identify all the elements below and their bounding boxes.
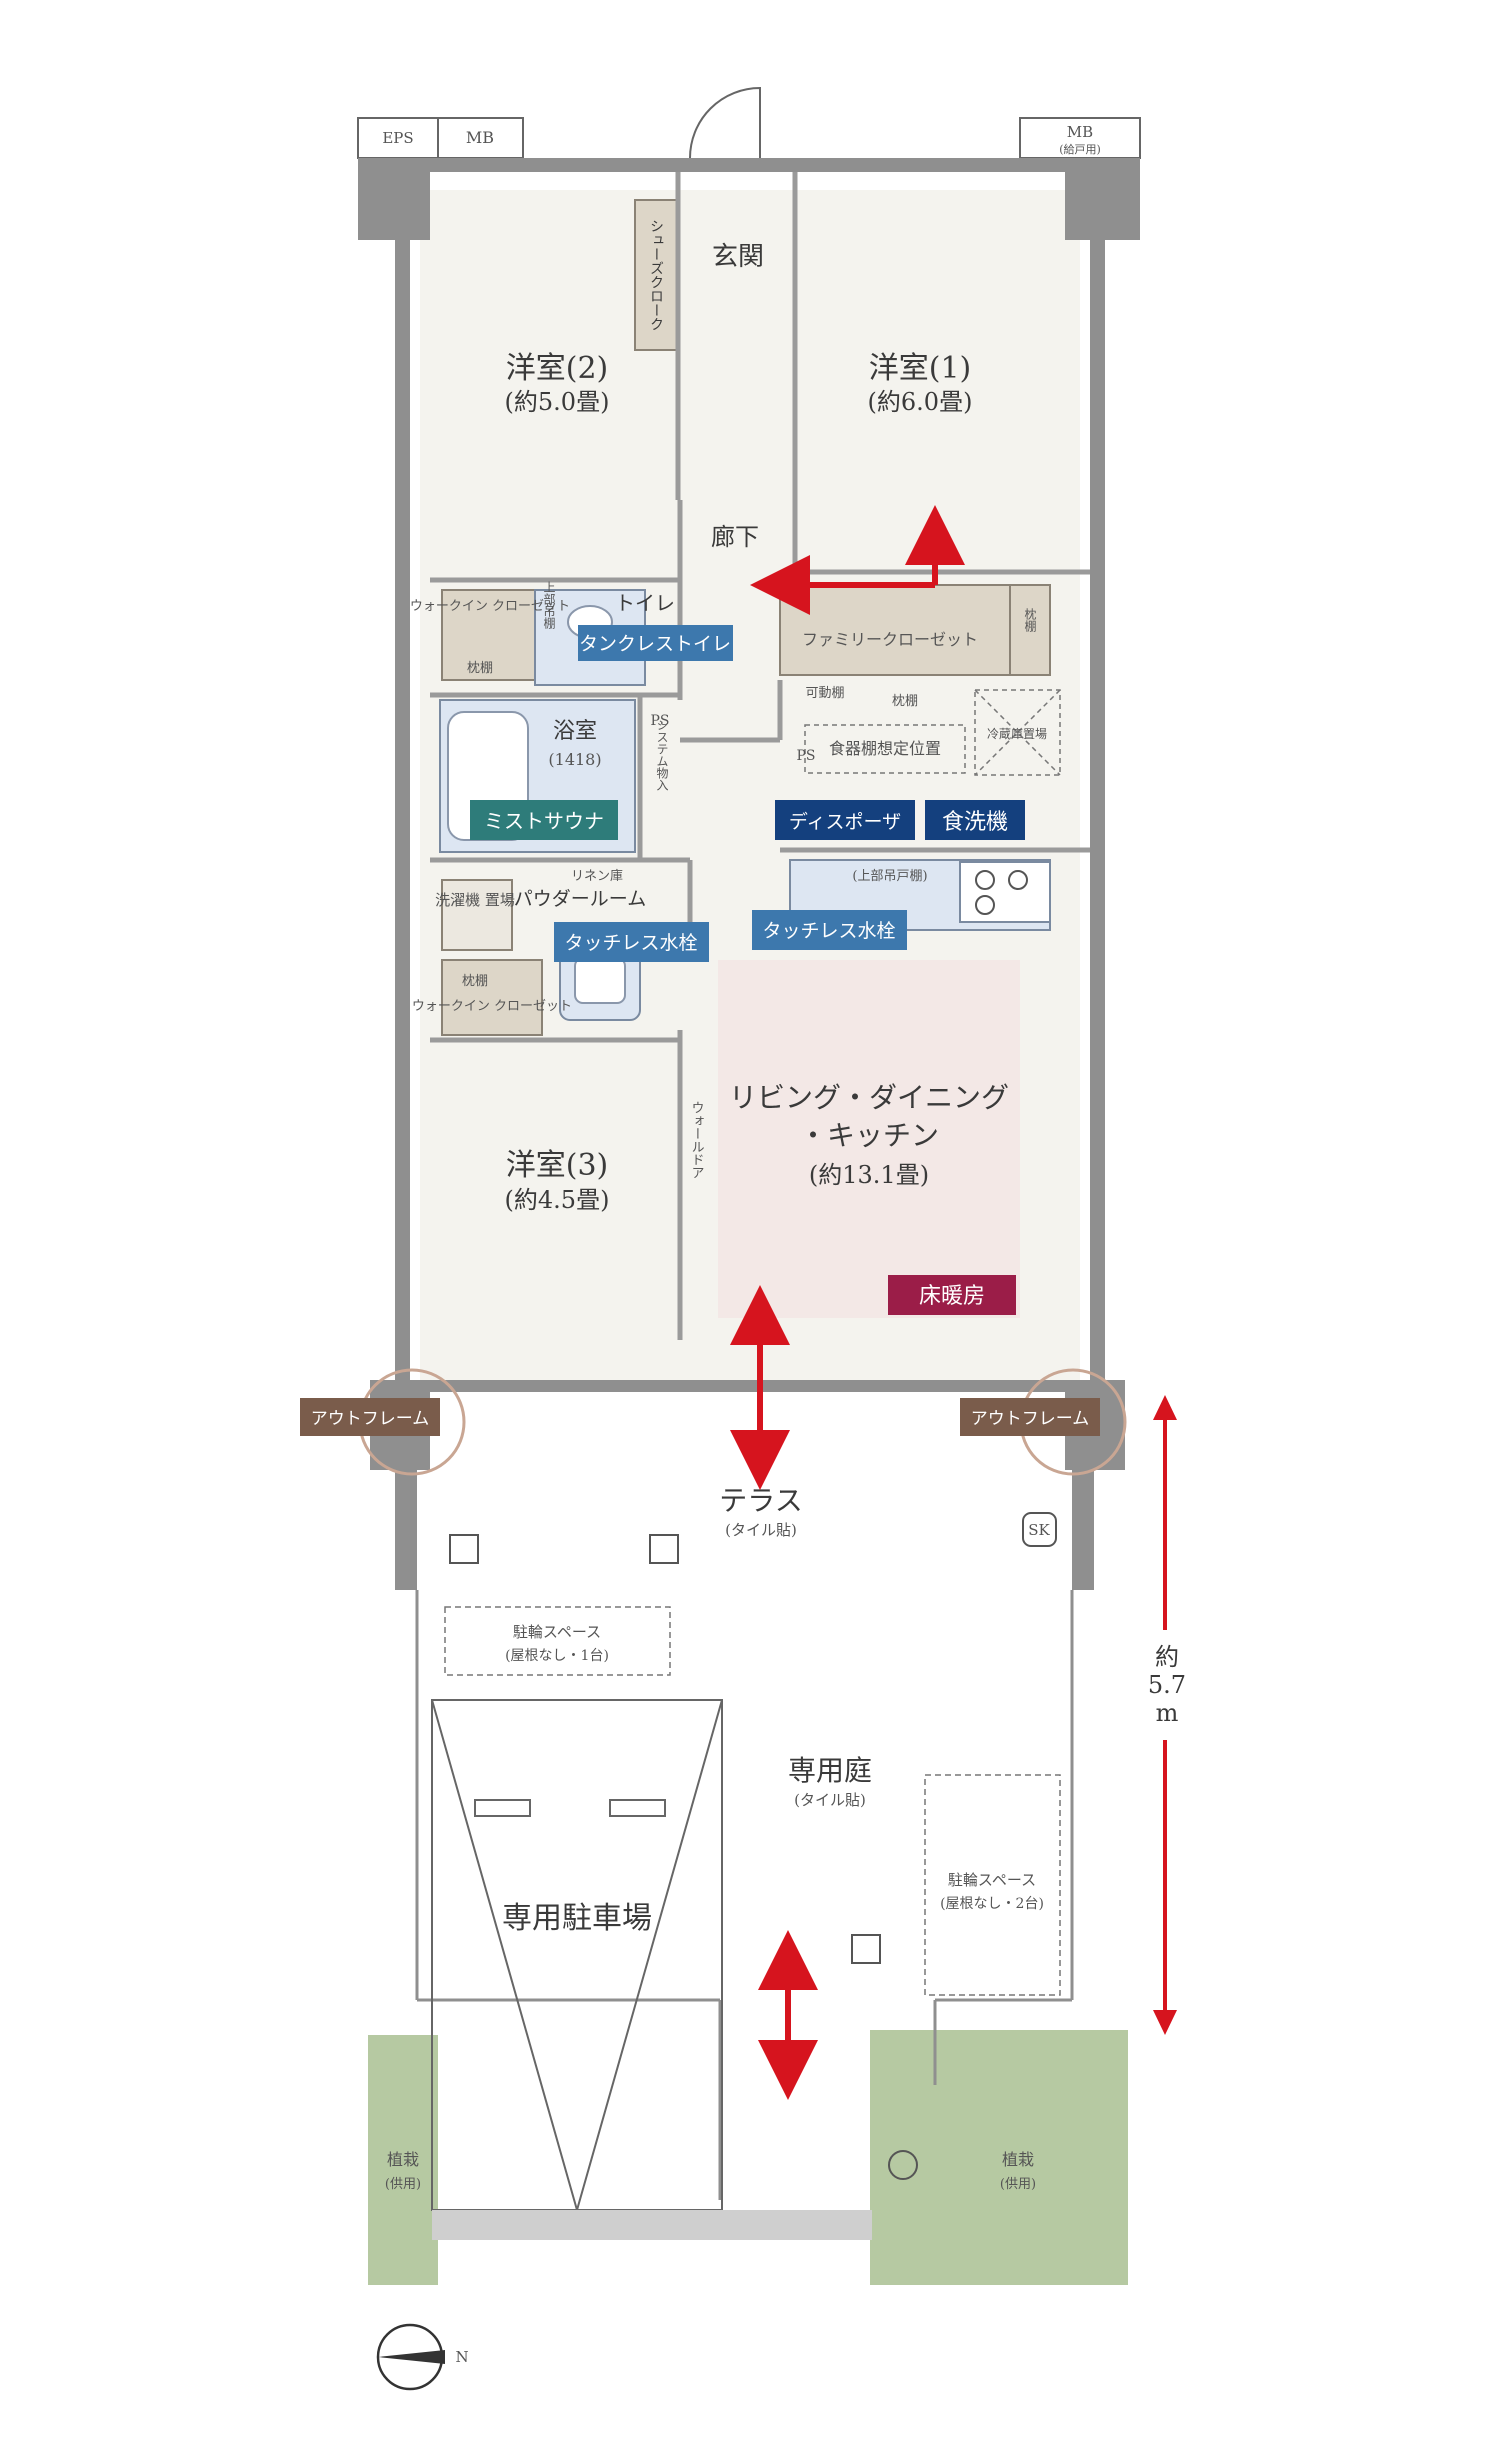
badge-disposer: ディスポーザ (775, 800, 915, 840)
room-label-movable-shelf: 可動棚 (805, 686, 844, 701)
room-label-garden: 専用庭 (788, 1754, 872, 1787)
dimension-label-3: m (1156, 1699, 1179, 1727)
room-label-walkin-closet: ウォークイン クローゼット (410, 599, 570, 614)
room-label-garden-sub: (タイル貼) (794, 1791, 866, 1809)
room-label-western3-size: (約4.5畳) (505, 1186, 610, 1214)
meter-box-mb-right: MB (給戸用) (1019, 117, 1141, 159)
mb-left-label: MB (466, 128, 494, 147)
room-label-western3: 洋室(3) (506, 1148, 609, 1183)
room-label-kitchen-upper: (上部吊戸棚) (852, 869, 927, 884)
badge-touchless-faucet-a-label: タッチレス水栓 (564, 932, 697, 954)
room-label-western1-size: (約6.0畳) (868, 388, 973, 416)
room-label-bike-b-2: (屋根なし・2台) (940, 1896, 1044, 1912)
dimension-label-1: 約 (1155, 1643, 1179, 1671)
room-label-shelf-d: 枕棚 (462, 974, 488, 989)
room-label-planting-left-2: (供用) (385, 2177, 421, 2192)
room-label-linen: リネン庫 (571, 869, 623, 884)
room-label-powder-room: パウダールーム (514, 888, 646, 910)
room-label-western2: 洋室(2) (506, 351, 609, 386)
meter-box-eps: EPS (357, 117, 439, 159)
entrance-door-swing (689, 86, 761, 159)
dimension-indicator: 約 5.7 m (1148, 1395, 1186, 2035)
room-label-system-storage: システム物入 (655, 719, 669, 791)
badge-floor-heating: 床暖房 (888, 1275, 1016, 1315)
partition-walls (430, 172, 1090, 1340)
room-label-terrace: テラス (719, 1484, 802, 1517)
meter-box-mb-left: MB (437, 117, 524, 159)
badge-mist-sauna: ミストサウナ (470, 800, 618, 840)
room-label-shelf-c: 枕棚 (892, 694, 918, 709)
exterior-walls (358, 158, 1140, 1590)
room-label-washer: 洗濯機 置場 (435, 891, 515, 909)
yard-outline (415, 1590, 1074, 2200)
badge-touchless-faucet-b-label: タッチレス水栓 (762, 920, 895, 942)
eps-label: EPS (382, 129, 413, 147)
room-label-cupboard-space: 食器棚想定位置 (829, 739, 941, 758)
compass: N (376, 2323, 469, 2391)
badge-floor-heating-label: 床暖房 (919, 1284, 985, 1309)
badge-outframe-left: アウトフレーム (300, 1368, 466, 1476)
room-label-western2-size: (約5.0畳) (505, 388, 610, 416)
north-arrow-icon (378, 2350, 445, 2364)
dimension-label-2: 5.7 (1148, 1671, 1186, 1699)
badge-outframe-right-label: アウトフレーム (971, 1409, 1090, 1429)
badge-tankless-toilet: タンクレストイレ (578, 625, 733, 661)
room-label-ldk-1: リビング・ダイニング (729, 1081, 1009, 1114)
badge-touchless-faucet-b: タッチレス水栓 (752, 910, 907, 950)
room-label-shoes-cloak: シューズクローク (648, 219, 664, 331)
room-label-ps-a: PS (650, 713, 669, 729)
badge-touchless-faucet-a: タッチレス水栓 (554, 922, 709, 962)
mb-right-label: MB (1067, 123, 1093, 141)
room-label-toilet-upper: 上部吊棚 (542, 581, 556, 630)
room-label-ldk-2: ・キッチン (799, 1119, 939, 1152)
room-label-ps-b: PS (796, 748, 815, 764)
room-label-parking: 専用駐車場 (502, 1901, 652, 1936)
badge-disposer-label: ディスポーザ (789, 811, 901, 833)
room-label-terrace-sub: (タイル貼) (725, 1521, 797, 1539)
badge-dishwasher: 食洗機 (925, 800, 1025, 840)
room-label-walkin-closet-b: ウォークイン クローゼット (412, 999, 572, 1014)
room-label-bike-a-2: (屋根なし・1台) (505, 1648, 609, 1664)
room-label-bike-b-1: 駐輪スペース (948, 1871, 1036, 1889)
room-label-planting-right-1: 植栽 (1002, 2150, 1034, 2169)
badge-outframe-left-label: アウトフレーム (311, 1409, 430, 1429)
wet-areas (439, 589, 1051, 1021)
room-label-entrance: 玄関 (712, 242, 764, 272)
planting-areas (368, 2030, 1128, 2285)
room-label-bath: 浴室 (553, 719, 597, 744)
room-label-wall-door: ウォールドア (689, 1101, 704, 1179)
mb-right-sub: (給戸用) (1059, 142, 1101, 156)
terrace-fixtures (449, 1512, 1057, 1964)
room-label-shelf-b: 枕棚 (1023, 607, 1037, 633)
room-label-fridge-space: 冷蔵庫置場 (987, 727, 1047, 741)
room-label-shelf-a: 枕棚 (467, 661, 493, 676)
room-label-toilet: トイレ (615, 591, 675, 615)
room-label-planting-left-1: 植栽 (387, 2150, 419, 2169)
airflow-arrows (730, 505, 965, 2100)
bike-spaces (444, 1606, 1061, 1996)
curb-strip (432, 2210, 872, 2240)
room-label-western1: 洋室(1) (869, 351, 972, 386)
room-label-bike-a-1: 駐輪スペース (513, 1623, 601, 1641)
badge-mist-sauna-label: ミストサウナ (484, 809, 604, 833)
room-label-planting-right-2: (供用) (1000, 2177, 1036, 2192)
room-label-family-closet: ファミリークローゼット (802, 630, 978, 649)
room-label-ldk-size: (約13.1畳) (809, 1161, 929, 1189)
room-label-sk: SK (1028, 1521, 1050, 1539)
room-label-bath-size: (1418) (548, 750, 601, 769)
badge-tankless-toilet-label: タンクレストイレ (579, 633, 731, 655)
storage-fills (441, 199, 1051, 1036)
badge-outframe-right: アウトフレーム (960, 1368, 1127, 1476)
parking-area (431, 1699, 723, 2211)
badge-dishwasher-label: 食洗機 (942, 810, 1008, 835)
dashed-spaces (804, 689, 1061, 776)
compass-north-label: N (455, 2348, 468, 2366)
ldk-highlight (718, 960, 1020, 1318)
room-label-hallway: 廊下 (711, 523, 759, 551)
